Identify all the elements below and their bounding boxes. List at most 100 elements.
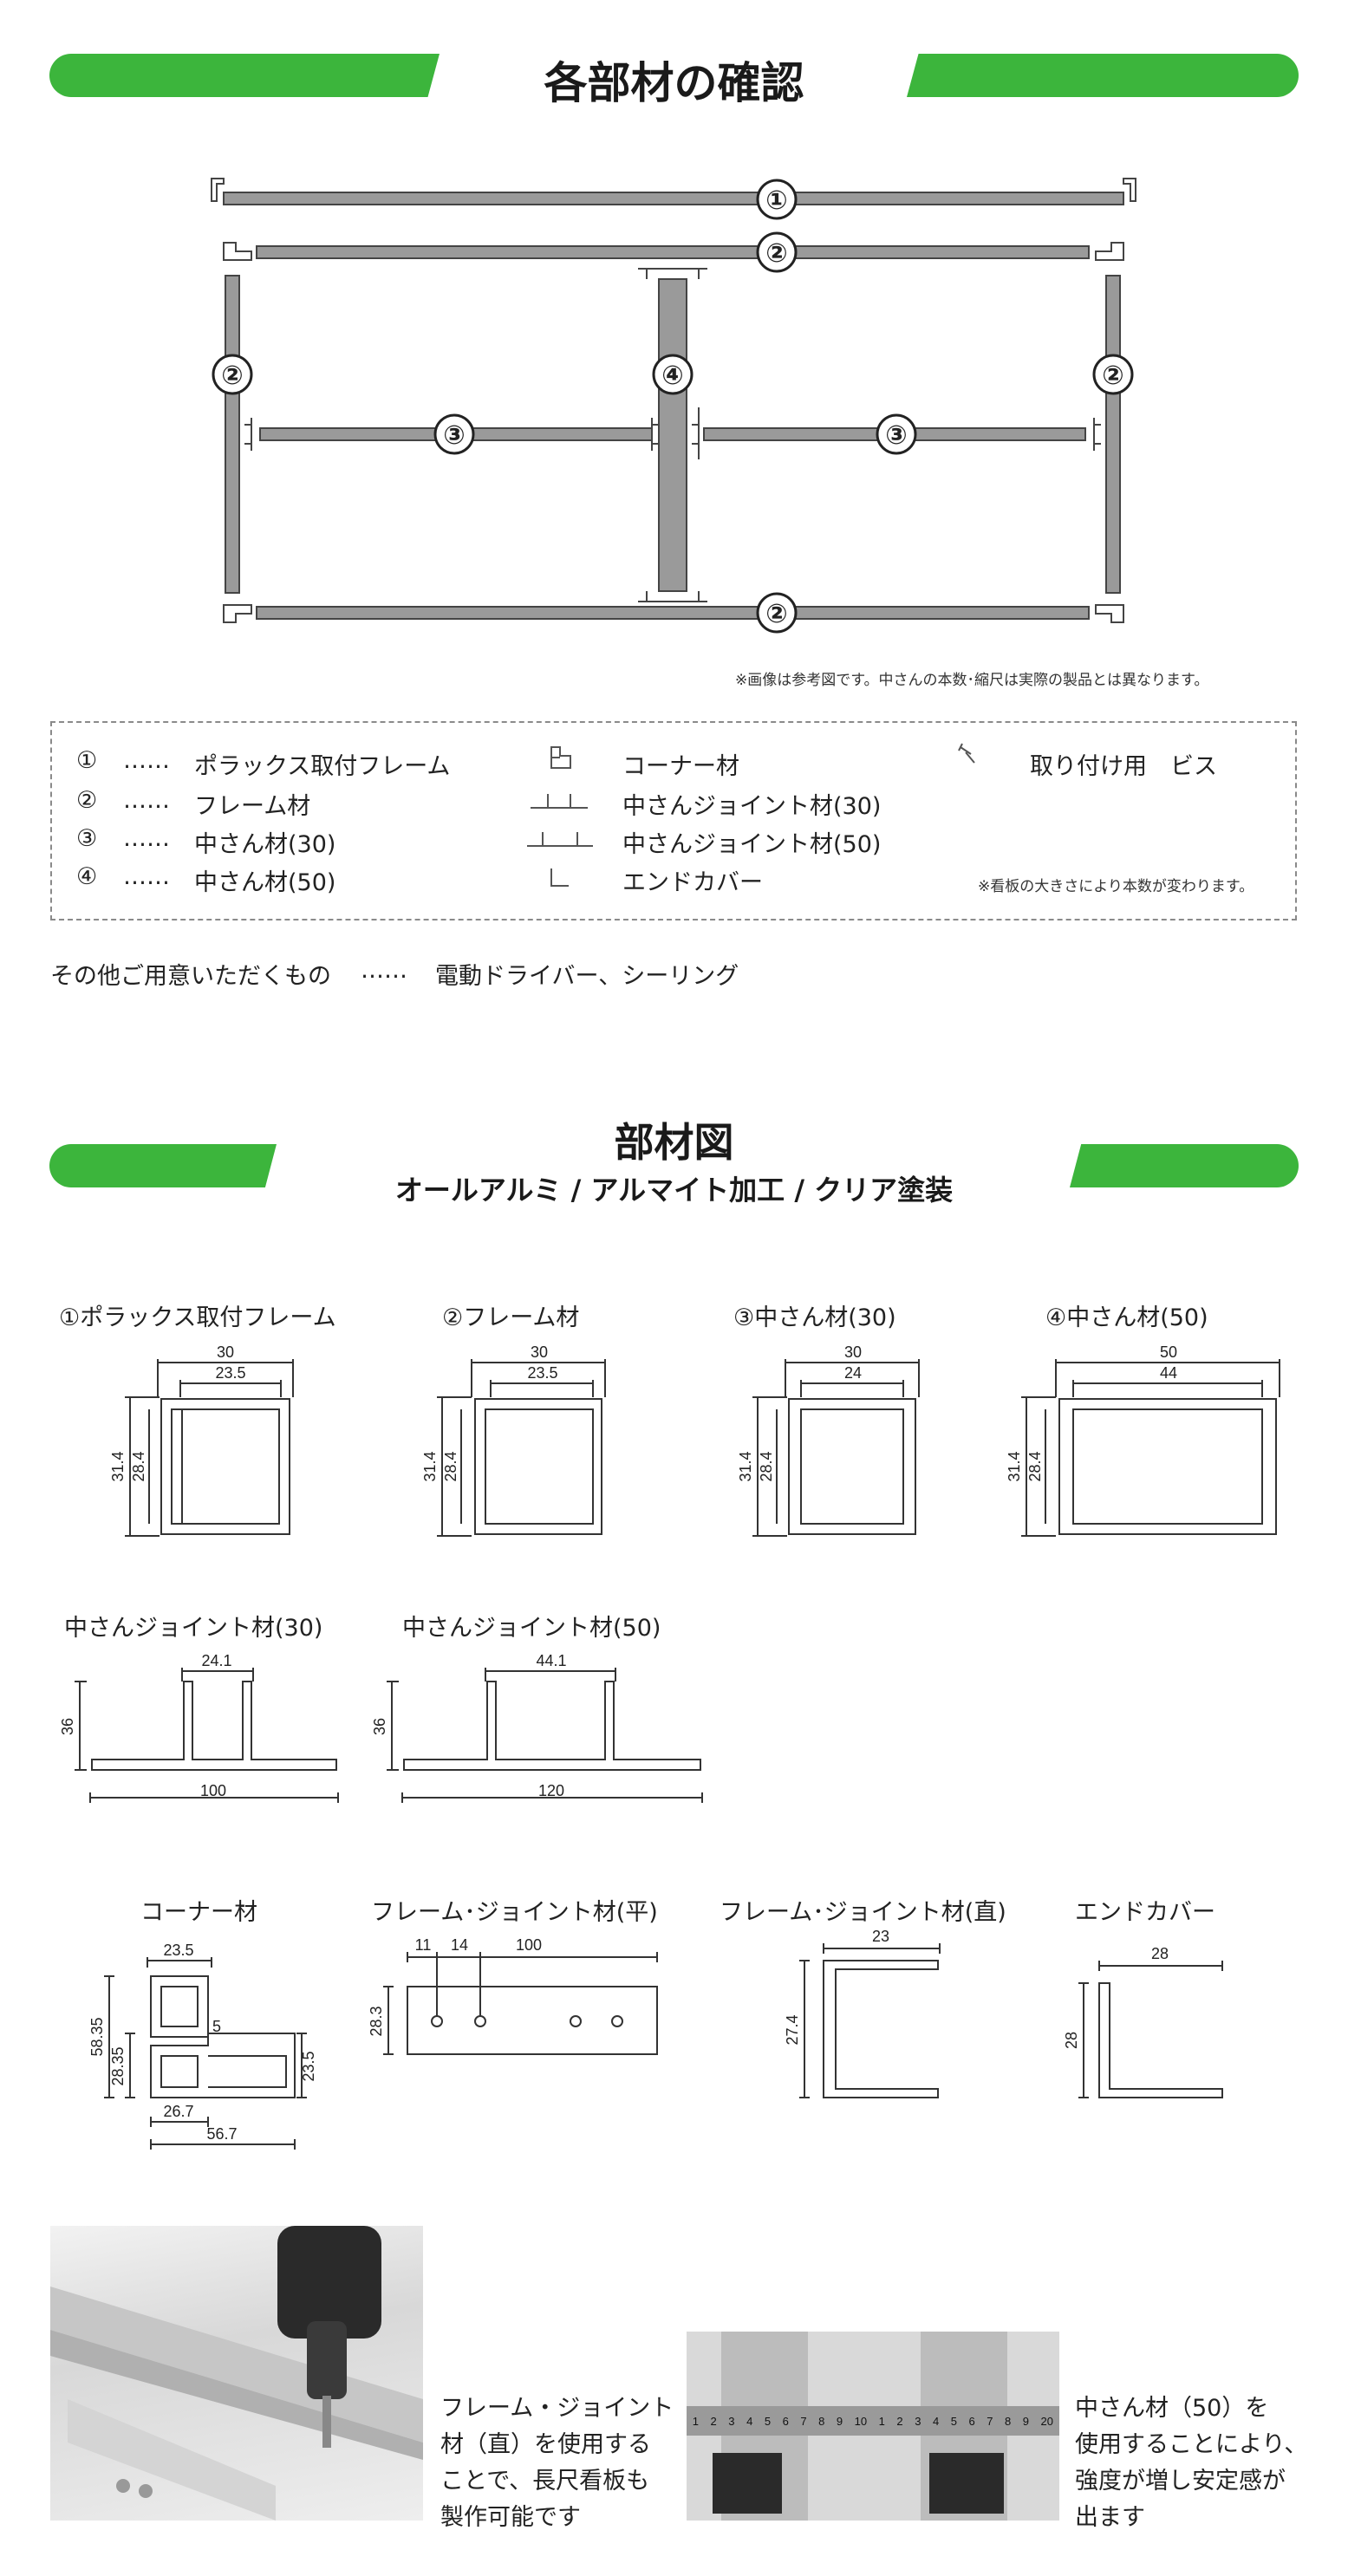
photo-mullion-caption-line2: 使用することにより、 xyxy=(1075,2431,1308,2458)
straight-label: フレーム･ジョイント材(直) xyxy=(720,1899,1006,1926)
d3-h-in: 28.4 xyxy=(758,1451,775,1481)
legend-dots-2: …… xyxy=(123,787,170,814)
corner-br xyxy=(1095,604,1124,623)
straight-w: 23 xyxy=(872,1928,889,1945)
diagram-note: ※画像は参考図です。中さんの本数･縮尺は実際の製品とは異なります。 xyxy=(735,672,1209,689)
d1-h-out: 31.4 xyxy=(109,1451,127,1481)
section2-title: 部材図 xyxy=(614,1119,734,1166)
d2-w-out: 30 xyxy=(531,1343,548,1361)
d4-label: ④中さん材(50) xyxy=(1045,1304,1208,1331)
photo-drill-caption-line1: フレーム・ジョイント xyxy=(440,2395,674,2422)
d3-h-out: 31.4 xyxy=(737,1451,754,1481)
legend-icons xyxy=(527,743,975,887)
d3-w-in: 24 xyxy=(844,1364,862,1382)
legend-part-joint50: 中さんジョイント材(50) xyxy=(622,831,882,858)
joint-50-icon xyxy=(527,832,593,847)
section2-left-pill xyxy=(49,1144,277,1187)
j30-label: 中さんジョイント材(30) xyxy=(64,1615,323,1642)
d1-w-out: 30 xyxy=(217,1343,234,1361)
corner-bl xyxy=(223,604,252,623)
d1-label: ①ポラックス取付フレーム xyxy=(59,1304,336,1331)
frame-2-top-bar xyxy=(256,245,1090,259)
j30-bottom: 100 xyxy=(200,1782,226,1799)
photo-drill-art xyxy=(50,2226,423,2521)
other-label: その他ご用意いただくもの xyxy=(50,963,331,990)
photo-mullion-caption-line4: 出ます xyxy=(1075,2504,1145,2531)
photo-mullion-caption-line3: 強度が増し安定感が xyxy=(1075,2468,1286,2495)
legend-screw-label: 取り付け用 ビス xyxy=(1030,753,1217,780)
other-dots: …… xyxy=(361,957,407,984)
photo-drill-caption-line4: 製作可能です xyxy=(440,2504,581,2531)
callout-2-bottom: ② xyxy=(765,599,787,629)
section1-title: 各部材の確認 xyxy=(544,58,804,108)
corner-tr xyxy=(1095,242,1124,261)
callout-2-right: ② xyxy=(1102,361,1123,391)
frame-1-bar xyxy=(223,192,1124,205)
d2-label: ②フレーム材 xyxy=(442,1304,580,1331)
frame-2-bottom-bar xyxy=(256,606,1090,620)
corner-b1: 26.7 xyxy=(163,2103,193,2120)
flat-a: 11 xyxy=(415,1936,432,1954)
callout-3-right: ③ xyxy=(885,420,907,451)
end-cover-right xyxy=(1123,178,1136,202)
legend-part-joint30: 中さんジョイント材(30) xyxy=(622,793,882,820)
assembly-diagram: ① ② ② ② ④ ③ ③ ② xyxy=(211,178,1136,634)
joint-30-icon xyxy=(531,794,588,809)
j30-top: 24.1 xyxy=(201,1652,231,1669)
j30-h: 36 xyxy=(59,1718,76,1735)
flat-label: フレーム･ジョイント材(平) xyxy=(371,1899,658,1926)
mullion-50-bar xyxy=(658,278,687,592)
j50-top: 44.1 xyxy=(536,1652,566,1669)
photo-mullion-caption-line1: 中さん材（50）を xyxy=(1075,2395,1269,2422)
corner-right: 23.5 xyxy=(300,2051,317,2081)
photo-drill-caption: フレーム・ジョイント 材（直）を使用する ことで、長尺看板も 製作可能です xyxy=(440,2391,674,2536)
corner-label: コーナー材 xyxy=(140,1899,257,1926)
legend-note: ※看板の大きさにより本数が変わります。 xyxy=(978,878,1254,895)
d1-w-in: 23.5 xyxy=(215,1364,245,1382)
legend-label-3: 中さん材(30) xyxy=(194,831,336,858)
d2-w-in: 23.5 xyxy=(527,1364,557,1382)
flat-h: 28.3 xyxy=(368,2006,385,2036)
legend-dots-3: …… xyxy=(123,825,170,852)
legend-num-3: ③ xyxy=(76,825,98,852)
legend-num-2: ② xyxy=(76,787,98,814)
photo-drill-caption-line3: ことで、長尺看板も xyxy=(440,2468,650,2495)
corner-top: 23.5 xyxy=(163,1942,193,1959)
section1-right-pill xyxy=(907,54,1299,97)
endcover-w: 28 xyxy=(1151,1945,1169,1962)
end-cover-icon xyxy=(550,868,569,887)
photo-mullion-caption: 中さん材（50）を 使用することにより、 強度が増し安定感が 出ます xyxy=(1075,2391,1307,2536)
photo-mullion-art xyxy=(687,2332,1059,2521)
legend-label-2: フレーム材 xyxy=(194,793,311,820)
corner-h2: 28.35 xyxy=(109,2046,127,2085)
corner-b2: 56.7 xyxy=(206,2125,237,2143)
callout-2-left: ② xyxy=(221,361,243,391)
legend-box xyxy=(50,721,1297,920)
legend-label-4: 中さん材(50) xyxy=(194,869,336,896)
legend-label-1: ポラックス取付フレーム xyxy=(194,753,451,780)
endcover-h: 28 xyxy=(1063,2032,1080,2049)
legend-part-endcover: エンドカバー xyxy=(622,869,763,896)
legend-num-4: ④ xyxy=(76,863,98,890)
legend-part-corner: コーナー材 xyxy=(622,753,739,780)
photo-drill-caption-line2: 材（直）を使用する xyxy=(440,2431,651,2458)
corner-gap: 5 xyxy=(212,2018,221,2035)
d1-h-in: 28.4 xyxy=(130,1451,147,1481)
callout-3-left: ③ xyxy=(443,420,465,451)
section2-subtitle: オールアルミ / アルマイト加工 / クリア塗装 xyxy=(394,1174,954,1207)
callout-1: ① xyxy=(765,185,787,216)
d4-w-out: 50 xyxy=(1160,1343,1177,1361)
section2-right-pill xyxy=(1070,1144,1299,1187)
endcover-label: エンドカバー xyxy=(1075,1899,1215,1926)
d4-h-out: 31.4 xyxy=(1006,1451,1023,1481)
legend-dots-1: …… xyxy=(123,747,170,774)
legend-dots-4: …… xyxy=(123,863,170,890)
profile-diagrams: 30 23.5 30 23.5 30 24 50 44 24.1 100 44.… xyxy=(59,1343,1280,2150)
photo-drill xyxy=(50,2226,423,2521)
end-cover-left xyxy=(211,178,225,202)
flat-b: 14 xyxy=(451,1936,468,1954)
corner-piece-icon xyxy=(550,746,571,769)
straight-h: 27.4 xyxy=(784,2014,801,2045)
